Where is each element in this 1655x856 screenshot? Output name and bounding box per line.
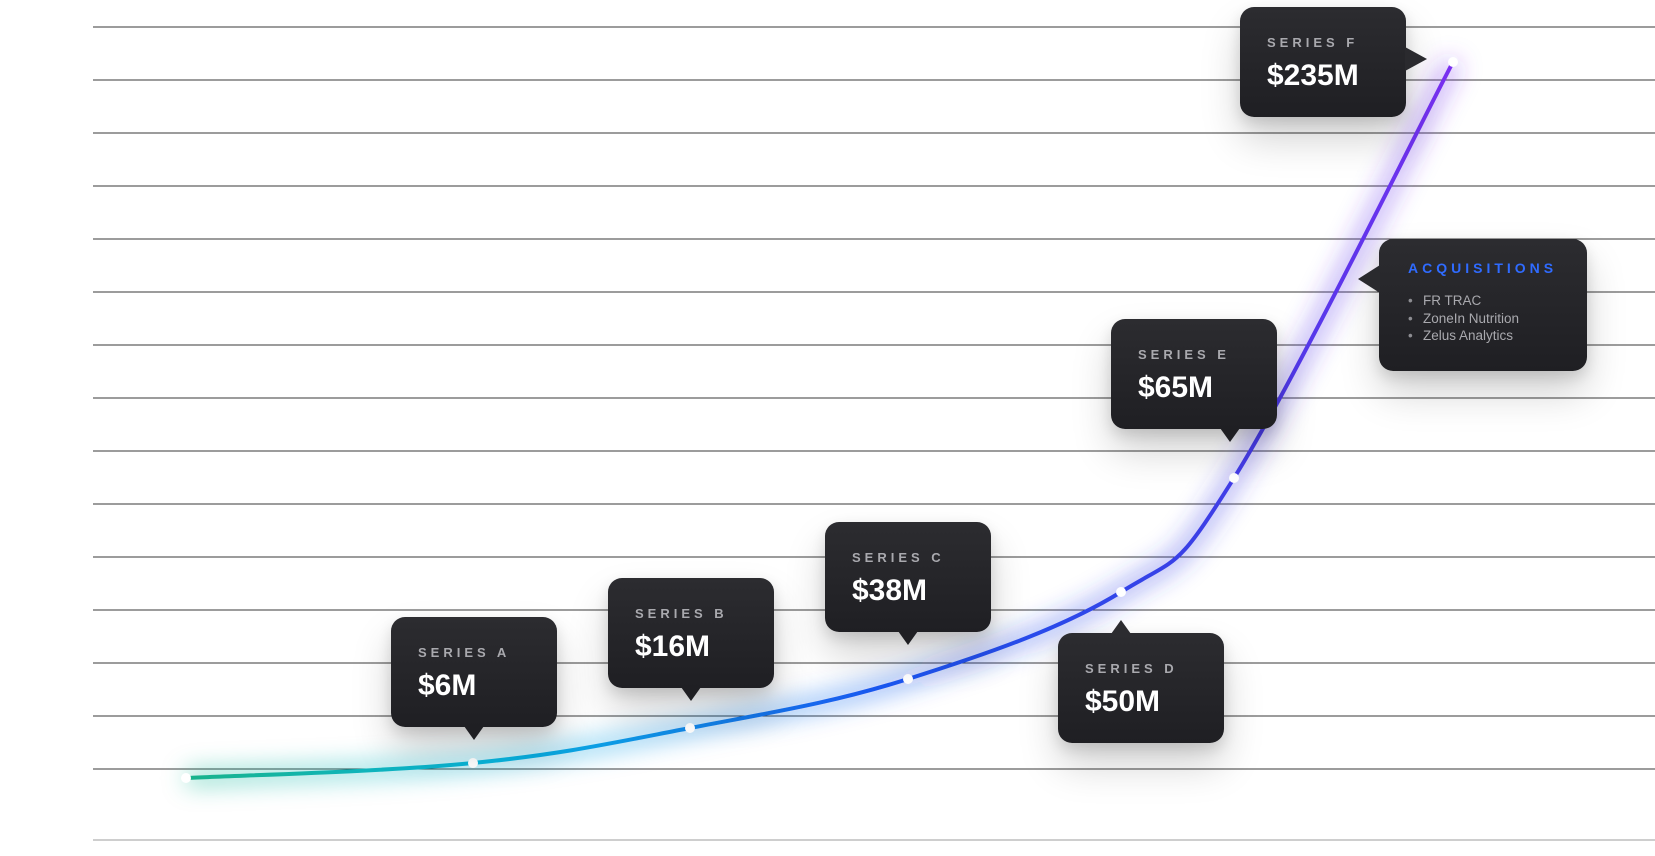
series-c-amount: $38M <box>852 574 928 607</box>
callout-series-e: SERIES E $65M <box>1111 319 1277 442</box>
grid-lines <box>93 26 1655 841</box>
callout-series-f: SERIES F $235M <box>1240 7 1427 117</box>
callout-series-c: SERIES C $38M <box>825 522 991 645</box>
data-points <box>181 57 1458 783</box>
series-f-label: SERIES F <box>1267 35 1359 50</box>
series-b-label: SERIES B <box>635 606 728 621</box>
series-c-pointer <box>898 631 918 645</box>
acquisition-item: Zelus Analytics <box>1408 327 1519 345</box>
callout-series-b: SERIES B $16M <box>608 578 774 701</box>
acquisitions-pointer <box>1358 265 1380 293</box>
series-a-label: SERIES A <box>418 645 511 660</box>
series-e-pointer <box>1220 428 1240 442</box>
data-point-series-b <box>685 723 695 733</box>
series-b-amount: $16M <box>635 630 711 663</box>
data-point-series-f <box>1448 57 1458 67</box>
series-d-pointer <box>1111 620 1131 634</box>
series-b-pointer <box>681 687 701 701</box>
data-point-series-a <box>468 758 478 768</box>
data-point-series-c <box>903 674 913 684</box>
series-e-amount: $65M <box>1138 371 1214 404</box>
callout-series-a: SERIES A $6M <box>391 617 557 740</box>
series-c-label: SERIES C <box>852 550 945 565</box>
series-d-amount: $50M <box>1085 685 1161 718</box>
acquisitions-list: FR TRAC ZoneIn Nutrition Zelus Analytics <box>1408 292 1519 345</box>
series-f-pointer <box>1405 47 1427 71</box>
callout-series-d: SERIES D $50M <box>1058 620 1224 743</box>
acquisition-item: ZoneIn Nutrition <box>1408 310 1519 328</box>
acquisition-item: FR TRAC <box>1408 292 1519 310</box>
acquisitions-callout: ACQUISITIONS FR TRAC ZoneIn Nutrition Ze… <box>1358 239 1587 371</box>
series-d-label: SERIES D <box>1085 661 1178 676</box>
data-point-origin <box>181 773 191 783</box>
series-a-amount: $6M <box>418 669 477 702</box>
acquisitions-title: ACQUISITIONS <box>1408 260 1558 276</box>
data-point-series-d <box>1116 587 1126 597</box>
data-point-series-e <box>1229 473 1239 483</box>
series-f-amount: $235M <box>1267 59 1359 92</box>
series-e-label: SERIES E <box>1138 347 1230 362</box>
series-a-pointer <box>464 726 484 740</box>
